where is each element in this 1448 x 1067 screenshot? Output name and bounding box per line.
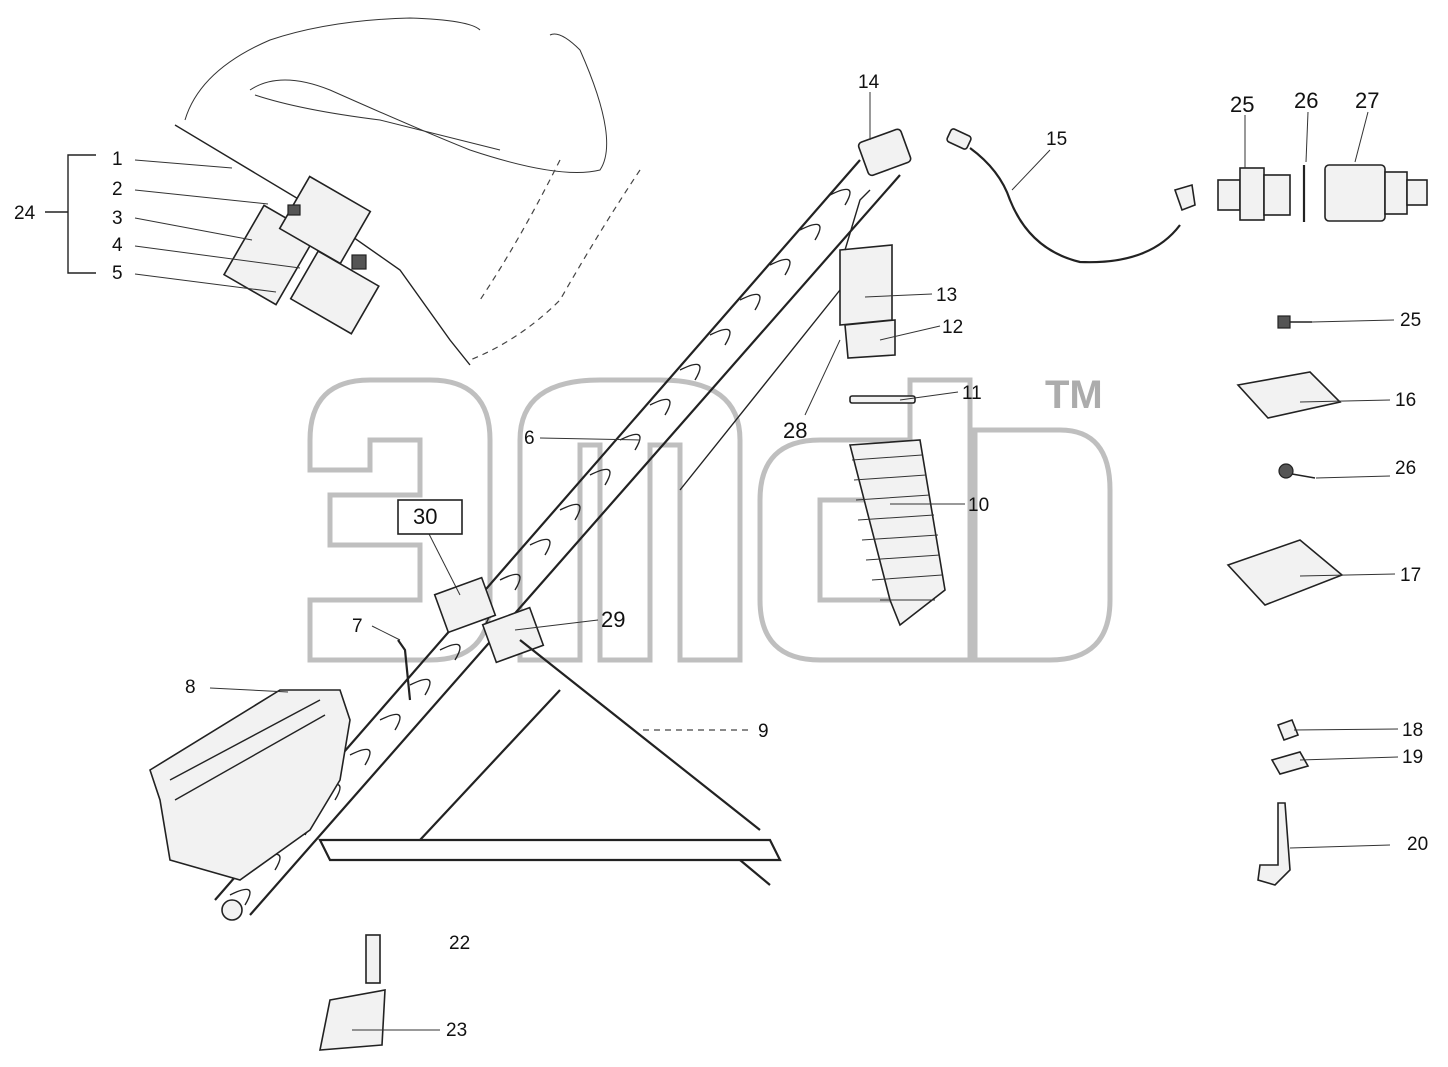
callout-14: 14	[858, 72, 880, 93]
callout-8: 8	[185, 677, 196, 698]
connector-parts	[1217, 164, 1428, 222]
callout-28: 28	[783, 418, 807, 443]
callout-18: 18	[1402, 720, 1423, 741]
callout-26-top: 26	[1294, 88, 1318, 113]
callout-1: 1	[112, 149, 123, 170]
callout-13: 13	[936, 285, 957, 306]
small-parts	[319, 315, 1344, 1051]
callout-2: 2	[112, 179, 123, 200]
callout-29: 29	[601, 607, 625, 632]
callout-4: 4	[112, 235, 123, 256]
auger-assembly	[149, 128, 946, 921]
callout-16: 16	[1395, 390, 1416, 411]
callout-25-top: 25	[1230, 92, 1254, 117]
detail-inset	[174, 17, 641, 366]
callout-27: 27	[1355, 88, 1379, 113]
callout-6: 6	[524, 428, 535, 449]
callout-5: 5	[112, 263, 123, 284]
callout-23: 23	[446, 1020, 467, 1041]
cable-part	[946, 128, 1196, 264]
callout-leaders	[209, 92, 1399, 1031]
callout-15: 15	[1046, 129, 1067, 150]
inset-leaders	[45, 154, 301, 293]
callout-17: 17	[1400, 565, 1421, 586]
callout-11: 11	[962, 383, 982, 404]
watermark-logo: TM	[307, 373, 1113, 663]
callout-25-right: 25	[1400, 310, 1421, 331]
callout-10: 10	[968, 495, 989, 516]
callout-24: 24	[14, 203, 36, 224]
callout-26-right: 26	[1395, 458, 1416, 479]
callout-20: 20	[1407, 834, 1428, 855]
callout-19: 19	[1402, 747, 1423, 768]
callout-3: 3	[112, 208, 123, 229]
callout-labels: 1 2 3 4 5 24 14 15 25 26 27 13 12 11 28 …	[14, 72, 1428, 1041]
callout-22: 22	[449, 933, 470, 954]
callout-7: 7	[352, 616, 363, 637]
callout-30: 30	[413, 504, 437, 529]
watermark-tm: TM	[1045, 373, 1103, 417]
callout-9: 9	[758, 721, 769, 742]
callout-12: 12	[942, 317, 963, 338]
callout-30-box	[397, 499, 463, 535]
